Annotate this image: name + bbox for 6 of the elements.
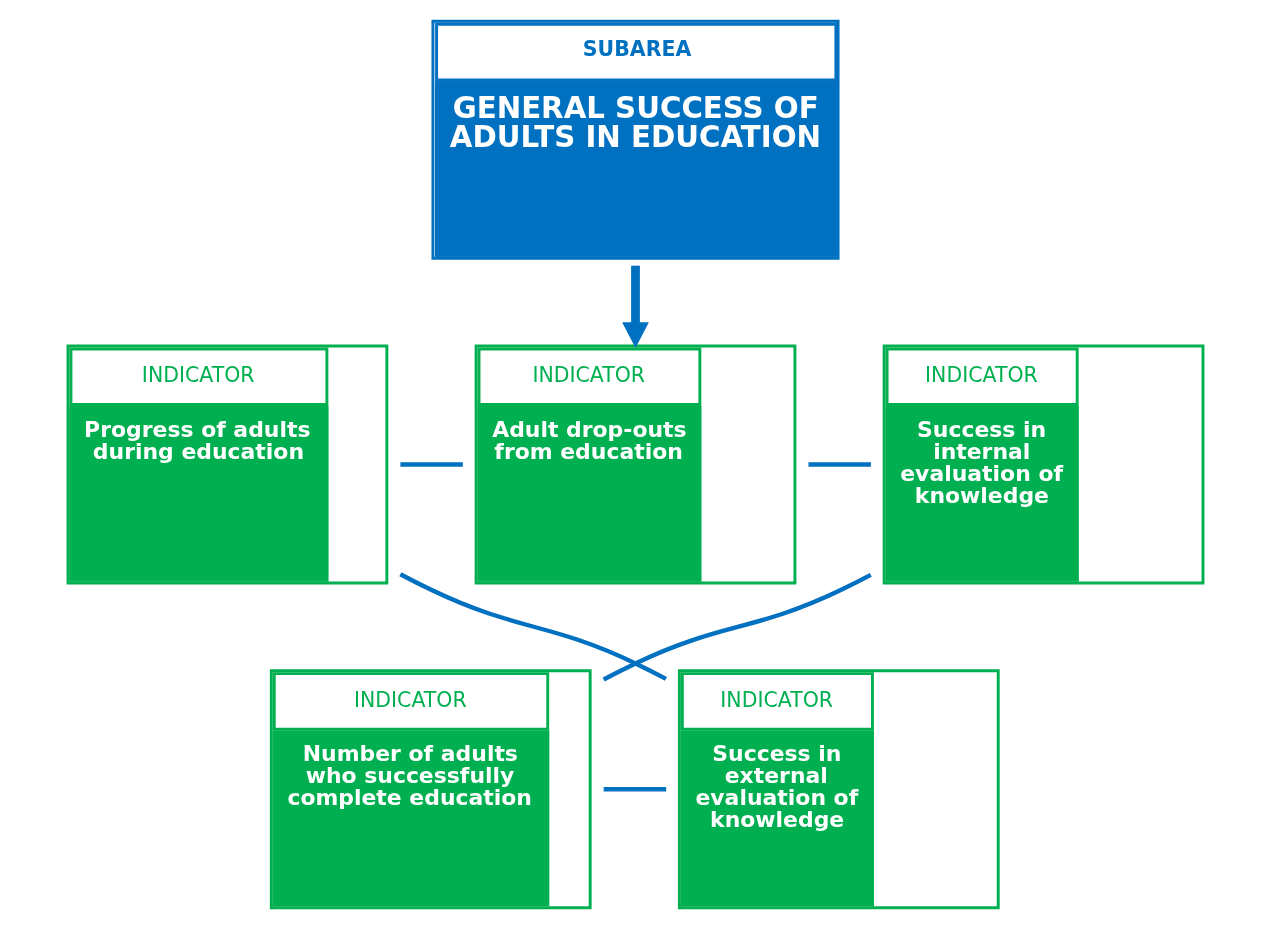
connector [602,572,872,682]
connector [808,462,871,467]
connector [399,572,667,681]
arrow [622,265,649,348]
connector [603,787,667,792]
connector [400,462,463,467]
